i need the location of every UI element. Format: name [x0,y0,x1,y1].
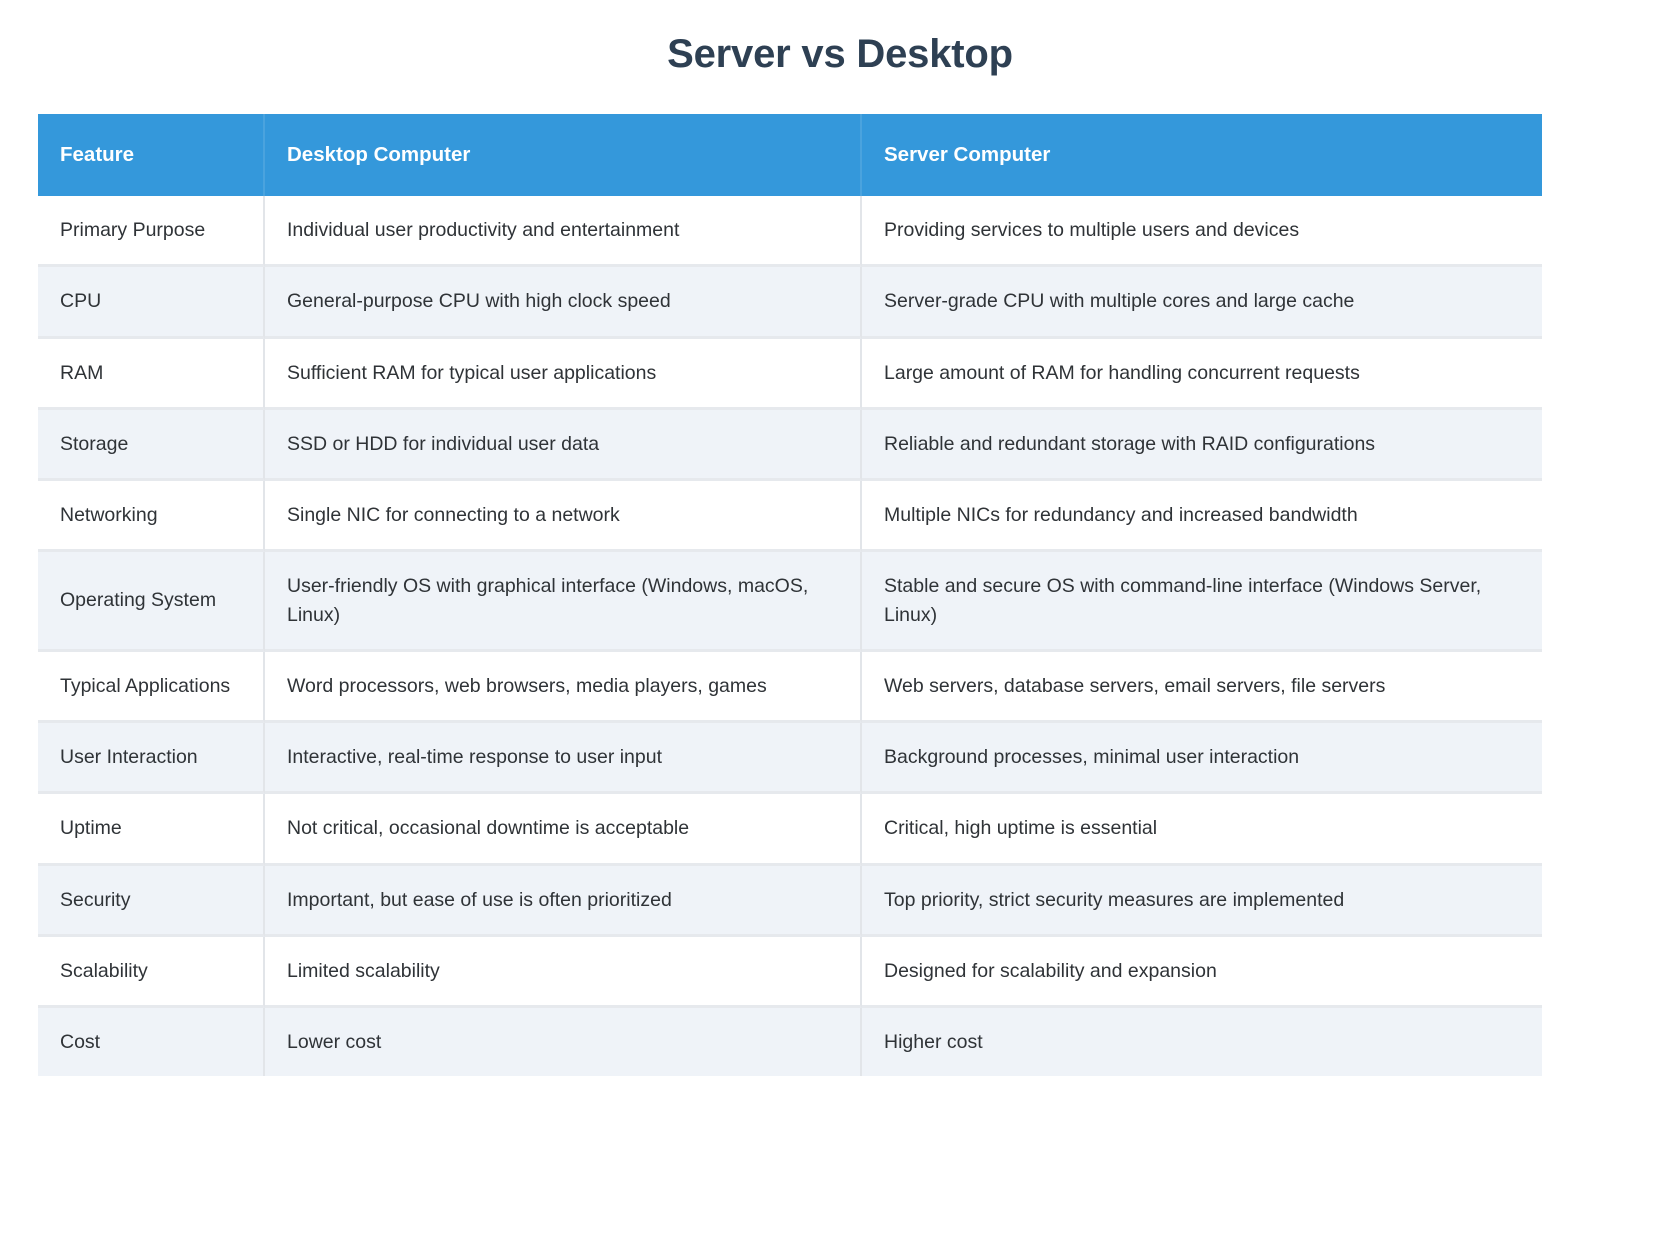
cell-feature: Networking [38,481,265,553]
cell-server: Stable and secure OS with command-line i… [862,552,1542,652]
cell-desktop: User-friendly OS with graphical interfac… [265,552,862,652]
cell-server: Multiple NICs for redundancy and increas… [862,481,1542,553]
cell-desktop: Not critical, occasional downtime is acc… [265,794,862,866]
cell-feature: Operating System [38,552,265,652]
cell-server: Background processes, minimal user inter… [862,723,1542,795]
cell-server: Large amount of RAM for handling concurr… [862,338,1542,410]
cell-desktop: General-purpose CPU with high clock spee… [265,267,862,339]
cell-server: Critical, high uptime is essential [862,794,1542,866]
page-title: Server vs Desktop [667,32,1013,76]
cell-server: Server-grade CPU with multiple cores and… [862,267,1542,339]
cell-feature: Scalability [38,936,265,1009]
cell-desktop: Single NIC for connecting to a network [265,481,862,553]
comparison-table-container: Feature Desktop Computer Server Computer… [38,114,1542,1077]
column-header-server: Server Computer [862,114,1542,196]
cell-feature: User Interaction [38,723,265,795]
cell-feature: Uptime [38,794,265,866]
cell-desktop: Word processors, web browsers, media pla… [265,651,862,724]
cell-server: Providing services to multiple users and… [862,196,1542,268]
cell-desktop: Limited scalability [265,936,862,1009]
table-header: Feature Desktop Computer Server Computer [38,114,1542,196]
cell-desktop: SSD or HDD for individual user data [265,409,862,482]
cell-feature: RAM [38,338,265,410]
cell-desktop: Individual user productivity and enterta… [265,196,862,268]
column-header-feature: Feature [38,114,265,196]
table-header-row: Feature Desktop Computer Server Computer [38,114,1542,196]
cell-desktop: Important, but ease of use is often prio… [265,865,862,937]
cell-desktop: Lower cost [265,1008,862,1077]
cell-server: Higher cost [862,1008,1542,1077]
cell-feature: Storage [38,409,265,482]
cell-server: Top priority, strict security measures a… [862,865,1542,937]
cell-feature: Primary Purpose [38,196,265,268]
cell-feature: Security [38,865,265,937]
comparison-table: Feature Desktop Computer Server Computer… [38,114,1542,1077]
cell-feature: Cost [38,1008,265,1077]
cell-server: Web servers, database servers, email ser… [862,651,1542,724]
cell-desktop: Interactive, real-time response to user … [265,723,862,795]
cell-server: Designed for scalability and expansion [862,936,1542,1009]
cell-feature: Typical Applications [38,651,265,724]
cell-server: Reliable and redundant storage with RAID… [862,409,1542,482]
cell-feature: CPU [38,267,265,339]
column-header-desktop: Desktop Computer [265,114,862,196]
cell-desktop: Sufficient RAM for typical user applicat… [265,338,862,410]
